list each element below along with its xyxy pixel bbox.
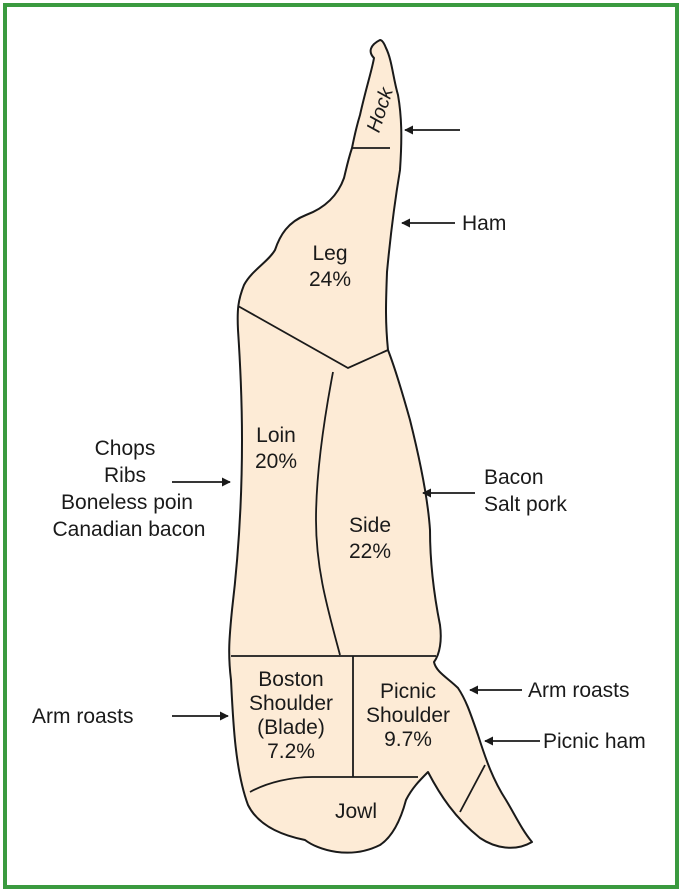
picnic-ham-product: Picnic ham	[543, 730, 646, 753]
picnic-label-line1: Picnic	[380, 680, 436, 703]
boston-product: Arm roasts	[32, 705, 134, 728]
boston-label-line2: Shoulder	[249, 692, 333, 715]
picnic-arm-product: Arm roasts	[528, 679, 630, 702]
loin-product-2: Ribs	[104, 464, 146, 487]
loin-label: Loin	[256, 424, 296, 447]
jowl-label: Jowl	[335, 800, 377, 823]
loin-product-3: Boneless poin	[61, 491, 193, 514]
loin-product-4: Canadian bacon	[53, 518, 206, 541]
leg-percent: 24%	[309, 268, 351, 291]
picnic-label-line2: Shoulder	[366, 704, 450, 727]
ham-product: Ham	[462, 212, 506, 235]
loin-percent: 20%	[255, 450, 297, 473]
side-label: Side	[349, 514, 391, 537]
picnic-percent: 9.7%	[384, 728, 432, 751]
boston-label-line3: (Blade)	[257, 716, 325, 739]
boston-label-line1: Boston	[258, 668, 323, 691]
side-product-2: Salt pork	[484, 493, 567, 516]
leg-label: Leg	[312, 242, 347, 265]
side-product-1: Bacon	[484, 466, 544, 489]
loin-product-1: Chops	[95, 437, 156, 460]
side-percent: 22%	[349, 540, 391, 563]
boston-percent: 7.2%	[267, 740, 315, 763]
